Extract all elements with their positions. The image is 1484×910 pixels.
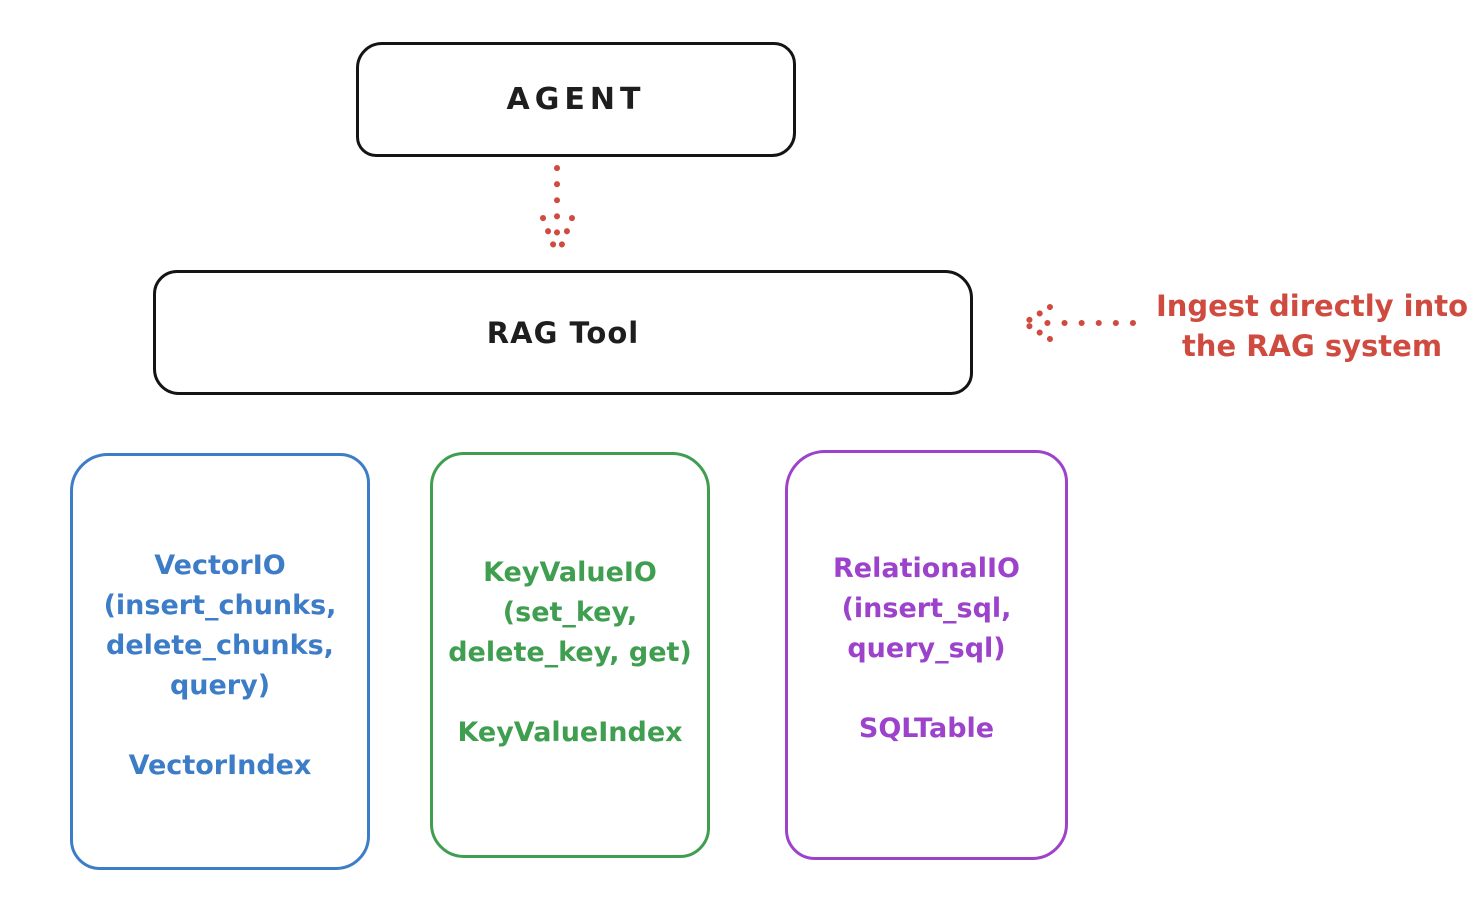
- rag-tool-box: RAG Tool: [153, 270, 973, 395]
- sql-table-label: SQLTable: [858, 713, 995, 744]
- keyvalue-io-methods-line1: (set_key,: [502, 597, 638, 628]
- vector-io-methods-line1: (insert_chunks,: [103, 590, 337, 621]
- ingest-annotation-line1: Ingest directly into: [1155, 289, 1469, 323]
- agent-to-ragtool-arrow: [540, 165, 575, 255]
- relational-io-title: RelationalIO: [833, 553, 1020, 584]
- keyvalue-io-methods-line2: delete_key, get): [448, 637, 692, 668]
- annotation-to-ragtool-arrow: [1023, 304, 1136, 342]
- vector-io-methods-line3: query): [169, 670, 271, 701]
- agent-label: AGENT: [506, 82, 646, 117]
- vector-io-methods-line2: delete_chunks,: [106, 630, 334, 661]
- vector-io-box: VectorIO (insert_chunks, delete_chunks, …: [70, 453, 370, 870]
- ingest-annotation-line2: the RAG system: [1181, 329, 1443, 363]
- relational-io-box: RelationalIO (insert_sql, query_sql) SQL…: [785, 450, 1068, 860]
- keyvalue-io-title: KeyValueIO: [483, 557, 657, 588]
- agent-box: AGENT: [356, 42, 796, 157]
- relational-io-methods-line2: query_sql): [847, 633, 1006, 664]
- relational-io-methods-line1: (insert_sql,: [841, 593, 1012, 624]
- rag-tool-label: RAG Tool: [486, 315, 640, 350]
- keyvalue-index-label: KeyValueIndex: [457, 717, 683, 748]
- keyvalue-io-box: KeyValueIO (set_key, delete_key, get) Ke…: [430, 452, 710, 858]
- ingest-annotation: Ingest directly into the RAG system: [1140, 286, 1484, 366]
- vector-io-title: VectorIO: [154, 550, 286, 581]
- vector-index-label: VectorIndex: [128, 750, 312, 781]
